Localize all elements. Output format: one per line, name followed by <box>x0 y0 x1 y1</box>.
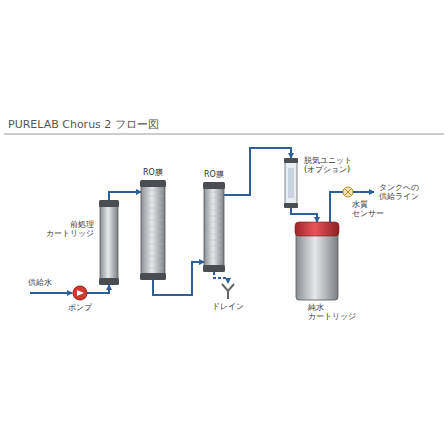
component-art <box>204 182 224 272</box>
component-label: RO膜 <box>143 168 163 177</box>
sensor-valve <box>343 187 353 197</box>
component: ポンプ <box>73 286 87 300</box>
component-label: 前処理 カートリッジ <box>46 220 94 238</box>
pipe-connector <box>109 192 141 200</box>
component-art <box>73 286 87 300</box>
flow-label: 水質 センサー <box>352 200 384 218</box>
pipe-connector <box>291 208 317 222</box>
pipe-connector <box>224 148 291 195</box>
component: RO膜 <box>141 180 165 280</box>
flow-label: タンクへの 供給ライン <box>379 183 419 201</box>
component-label: RO膜 <box>204 170 224 179</box>
sensor-cross <box>345 189 352 196</box>
component: 脱気ユニット (オプション) <box>284 158 298 208</box>
component-art <box>220 283 236 299</box>
component: ドレイン <box>220 283 236 299</box>
outlet-pipe <box>330 192 343 222</box>
component-label: 純水 カートリッジ <box>308 303 356 321</box>
component-art <box>141 180 165 280</box>
component: RO膜 <box>204 182 224 272</box>
pipe-connector <box>214 272 228 283</box>
pipe-connector <box>87 285 109 293</box>
component-label: ポンプ <box>68 303 92 312</box>
component-art <box>284 158 298 208</box>
component: 前処理 カートリッジ <box>100 200 118 285</box>
supply-pipe <box>353 191 374 193</box>
component-label: 脱気ユニット (オプション) <box>304 156 352 174</box>
component-label: ドレイン <box>212 302 244 311</box>
feed-pipe <box>30 292 72 294</box>
component-art <box>100 200 118 285</box>
title-rule <box>4 134 444 135</box>
diagram-title: PURELAB Chorus 2 フロー図 <box>8 117 159 132</box>
flow-label: 供給水 <box>28 278 52 287</box>
component: 純水 カートリッジ <box>296 222 338 300</box>
component-art <box>296 222 338 300</box>
